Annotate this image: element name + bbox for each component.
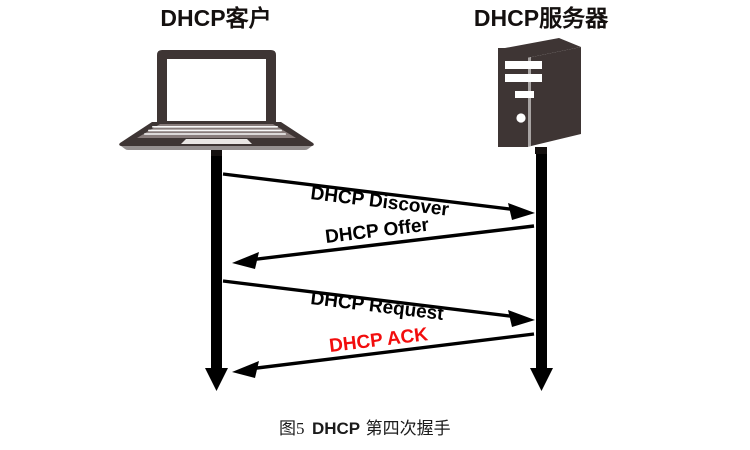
- laptop-icon: [119, 50, 314, 156]
- caption-tail: 第四次握手: [366, 419, 451, 438]
- svg-text:图5 DHCP 第四次握手: 图5 DHCP 第四次握手: [279, 419, 451, 438]
- server-lifeline: [530, 154, 553, 391]
- server-tower-icon: [498, 38, 581, 154]
- figure-caption: 图5 DHCP 第四次握手: [279, 419, 451, 438]
- caption-ascii: DHCP: [312, 419, 360, 438]
- caption-index: 图5: [279, 419, 305, 438]
- client-title: DHCP客户: [160, 5, 271, 31]
- server-title: DHCP服务器: [474, 5, 609, 31]
- client-lifeline: [205, 156, 228, 391]
